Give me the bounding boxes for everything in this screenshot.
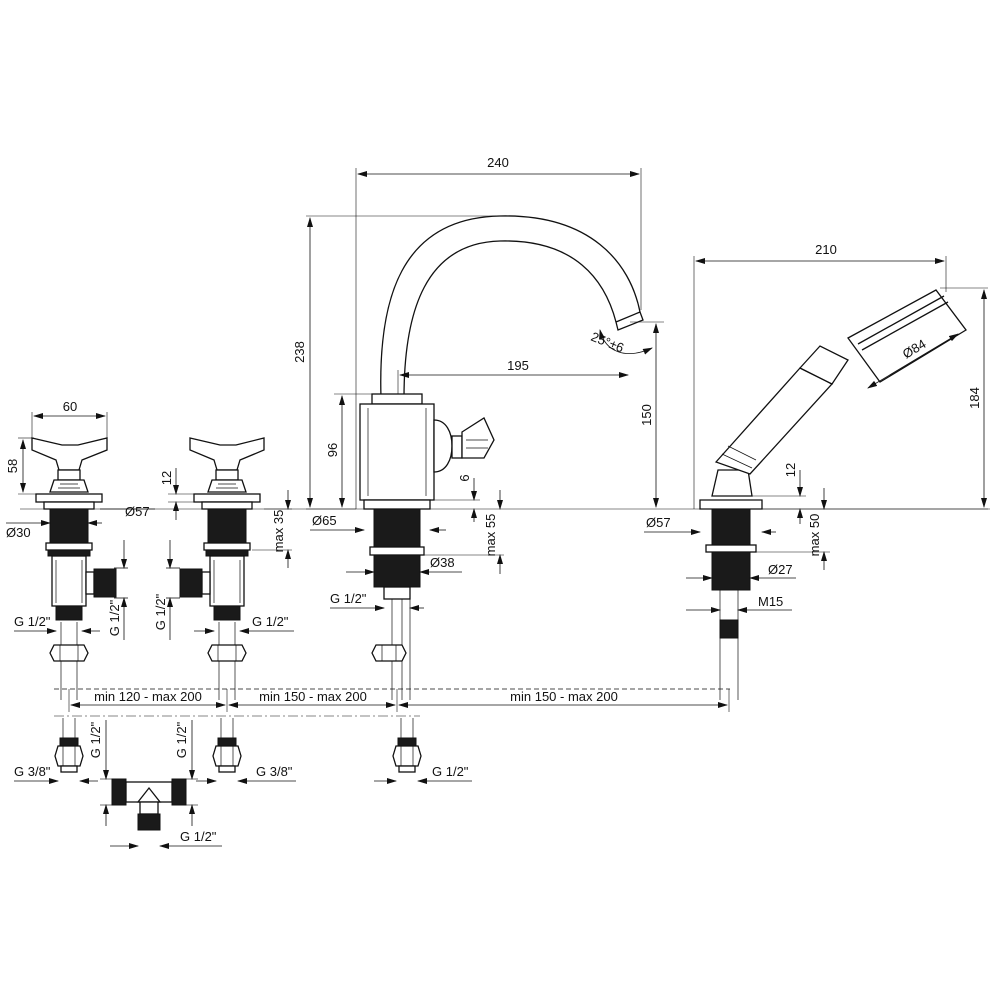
valve-shank-diameter: Ø30 — [6, 525, 31, 540]
handshower-base-diameter: Ø57 — [646, 515, 671, 530]
spout-projection: 195 — [507, 358, 529, 373]
spacing-valve-to-spout: min 150 - max 200 — [259, 689, 367, 704]
mixer-thread: G 1/2" — [180, 829, 217, 844]
conn-right-thread: G 1/2" — [432, 764, 469, 779]
t-mixer — [111, 778, 187, 831]
valve-base — [193, 493, 261, 503]
valve-base — [35, 493, 103, 503]
conn-left-thread: G 3/8" — [14, 764, 51, 779]
middle-connector — [212, 718, 242, 773]
spout — [359, 215, 644, 700]
shower-head — [847, 289, 967, 383]
valve-left-outlet-thread: G 1/2" — [107, 599, 122, 636]
shower-handle — [714, 367, 834, 475]
spout-body-height: 96 — [325, 443, 340, 457]
spout-height: 238 — [292, 341, 307, 363]
right-connector — [392, 718, 422, 773]
valve-body — [209, 555, 245, 607]
handshower-thread: M15 — [758, 594, 783, 609]
cross-handle — [189, 437, 265, 471]
spout-shank — [373, 508, 421, 548]
spout-base-diameter: Ø65 — [312, 513, 337, 528]
connection-details: G 3/8" G 3/8" G 1/2" — [14, 718, 472, 849]
valve-right-bottom-thread: G 1/2" — [252, 614, 289, 629]
handshower-height: 184 — [967, 387, 982, 409]
spout-swivel-angle: 25°±6 — [589, 329, 626, 356]
spout-deck-max: max 55 — [483, 514, 498, 557]
valve-handle-height: 58 — [5, 459, 20, 473]
left-connector — [54, 718, 84, 773]
spout-reach: 240 — [487, 155, 509, 170]
left-valve — [31, 437, 117, 700]
spacing-valve-to-valve: min 120 - max 200 — [94, 689, 202, 704]
handshower-deck-max: max 50 — [807, 514, 822, 557]
hand-shower — [699, 289, 967, 700]
valve-body — [51, 555, 87, 607]
shower-shank — [711, 508, 751, 546]
valve-shank — [207, 508, 247, 544]
right-valve — [179, 437, 265, 700]
valve-right-outlet-thread: G 1/2" — [153, 593, 168, 630]
spacing-spout-to-shower: min 150 - max 200 — [510, 689, 618, 704]
spout-shank-diameter: Ø38 — [430, 555, 455, 570]
cross-handle — [31, 437, 108, 471]
conn-mid-thread: G 3/8" — [256, 764, 293, 779]
spout-outlet-height: 150 — [639, 404, 654, 426]
hand-shower-dimensions: 210 184 Ø84 12 Ø57 max 50 Ø27 M15 — [644, 242, 988, 613]
spout-outlet — [615, 311, 644, 331]
holder-base — [699, 499, 763, 510]
handshower-reach: 210 — [815, 242, 837, 257]
spout-body — [359, 403, 435, 501]
spout-lever-offset: 6 — [457, 474, 472, 481]
conn-mid-vertical: G 1/2" — [174, 721, 189, 758]
valve-shank — [49, 508, 89, 544]
spout-neck-collar — [371, 393, 423, 405]
spout-dimensions: 240 238 195 150 25°±6 96 6 Ø65 — [292, 155, 664, 611]
spout-lever — [433, 419, 453, 473]
left-valve-dimensions: 60 58 Ø57 Ø30 G 1/2" G 1/2" — [5, 399, 155, 640]
hex-nut — [49, 644, 89, 662]
spacing-dimensions: min 120 - max 200 min 150 - max 200 min … — [54, 688, 730, 717]
valve-handle-width: 60 — [63, 399, 77, 414]
hex-nut — [207, 644, 247, 662]
hex-nut — [371, 644, 407, 662]
handshower-base-offset: 12 — [783, 463, 798, 477]
valve-deck-max: max 35 — [271, 510, 286, 553]
valve-left-bottom-thread: G 1/2" — [14, 614, 51, 629]
conn-left-vertical: G 1/2" — [88, 721, 103, 758]
spout-thread: G 1/2" — [330, 591, 367, 606]
valve-base-diameter-left: Ø57 — [125, 504, 150, 519]
valve-base-offset: 12 — [159, 471, 174, 485]
handshower-shank-diameter: Ø27 — [768, 562, 793, 577]
right-valve-dimensions: 12 max 35 G 1/2" G 1/2" — [153, 468, 294, 640]
